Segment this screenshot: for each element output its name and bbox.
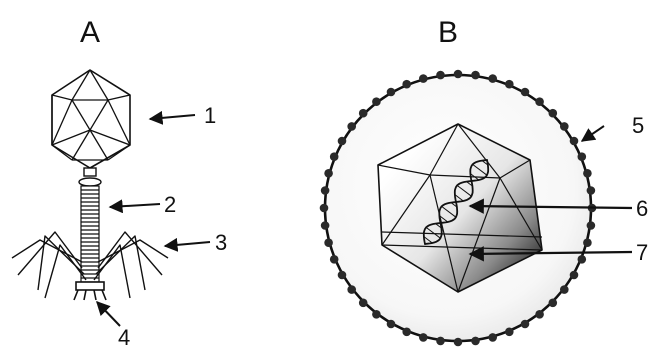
envelope-spike: [488, 74, 498, 83]
envelope-spike: [583, 238, 592, 247]
envelope-spike: [358, 298, 368, 308]
callout-1: 1: [148, 103, 216, 128]
envelope-spike: [436, 336, 445, 346]
phage-collar: [78, 167, 102, 187]
phage-head: [51, 69, 131, 169]
envelope-spike: [453, 69, 463, 79]
envelope-spike: [560, 122, 569, 131]
envelope-spike: [419, 74, 428, 83]
callout-2: 2: [108, 192, 176, 217]
callout-4: 4: [96, 300, 130, 347]
helix-rung: [423, 236, 433, 244]
envelope-spike: [471, 336, 480, 346]
envelope-spike: [337, 136, 347, 146]
envelope-spike: [520, 319, 530, 329]
helix-rung: [466, 181, 473, 187]
envelope-spike: [520, 87, 530, 97]
envelope-spike: [319, 203, 329, 213]
panel-b: B: [319, 16, 648, 347]
envelope-spike: [471, 70, 480, 80]
envelope-spike: [347, 122, 357, 131]
helix-rung: [425, 226, 441, 239]
viral-capsid: [377, 123, 543, 293]
helix-rung: [441, 205, 457, 218]
envelope-spike: [337, 270, 347, 280]
phage-baseplate: [73, 281, 107, 301]
envelope-spike: [535, 97, 544, 106]
envelope-spike: [577, 152, 587, 161]
helix-rung: [456, 184, 472, 197]
helix-rung: [450, 202, 458, 208]
helix-rung: [469, 173, 480, 181]
phage-tail-sheath: [80, 185, 100, 283]
nucleic-acid-helix: [422, 159, 490, 245]
envelope-spike: [402, 79, 412, 89]
helix-rung: [438, 215, 449, 223]
callout-7: 7: [468, 240, 648, 265]
envelope-spike: [329, 152, 339, 161]
envelope-spike: [324, 169, 333, 178]
envelope-spike: [505, 327, 514, 337]
envelope-spike: [372, 310, 381, 319]
envelope-spike: [386, 87, 396, 97]
panel-a-letter: A: [80, 16, 100, 49]
envelope-spike: [386, 319, 396, 329]
envelope-spike: [569, 270, 579, 280]
callout-1-label: 1: [204, 103, 216, 128]
envelope-spike: [583, 169, 592, 178]
envelope-spike: [320, 221, 330, 230]
helix-rung: [481, 160, 489, 166]
phage-tail-fibers: [11, 231, 169, 299]
callout-6: 6: [468, 196, 648, 221]
envelope-spikes: [319, 69, 597, 347]
callout-3-label: 3: [215, 230, 227, 255]
callout-6-label: 6: [636, 196, 648, 221]
envelope-spike: [419, 333, 428, 342]
envelope-spike: [324, 238, 333, 247]
envelope-spike: [548, 108, 558, 118]
panel-a: A: [11, 16, 227, 347]
panel-b-letter: B: [438, 16, 458, 49]
envelope-spike: [372, 97, 381, 106]
envelope-spike: [402, 327, 412, 337]
callout-5-label: 5: [632, 113, 644, 138]
envelope-spike: [358, 108, 368, 118]
envelope-spike: [320, 186, 330, 195]
envelope-spike: [586, 221, 596, 230]
envelope-spike: [577, 254, 587, 264]
envelope-spike: [569, 136, 579, 146]
helix-rung: [435, 223, 442, 229]
callout-5: 5: [580, 113, 644, 142]
callout-4-label: 4: [118, 325, 130, 347]
envelope-spike: [505, 79, 514, 89]
helix-rung: [454, 194, 464, 202]
envelope-spike: [548, 298, 558, 308]
callout-3: 3: [163, 230, 227, 255]
envelope-spike: [586, 186, 596, 195]
envelope-spike: [488, 333, 498, 342]
envelope-spike: [453, 337, 463, 347]
envelope-spike: [560, 285, 569, 294]
envelope-spike: [347, 285, 357, 294]
envelope-spike: [329, 254, 339, 264]
envelope-spike: [535, 310, 544, 319]
callout-7-label: 7: [636, 240, 648, 265]
helix-rung: [472, 163, 488, 176]
envelope-spike: [436, 70, 445, 80]
callout-2-label: 2: [164, 192, 176, 217]
